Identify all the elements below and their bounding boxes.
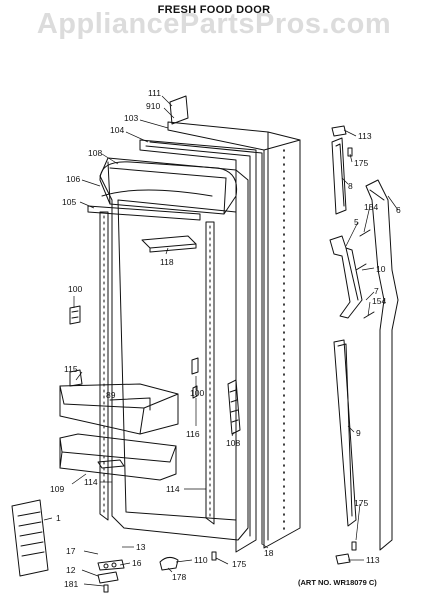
door-handle-lower: [227, 379, 241, 435]
door-seal-strip: [365, 179, 399, 551]
instruction-card: [11, 499, 49, 577]
callout-118: 118: [160, 257, 174, 267]
callout-12: 12: [66, 565, 76, 575]
callout-labels: 111 910 103 104 108 106 105 118 100 115 …: [50, 88, 401, 589]
screws-right: [347, 147, 375, 551]
handle-trim-upper: [331, 137, 347, 215]
callout-175: 175: [232, 559, 246, 569]
callout-103: 103: [124, 113, 138, 123]
callout-108-lower: 108: [226, 438, 240, 448]
trim-cap-top: [331, 125, 347, 137]
callout-113-bottom: 113: [366, 555, 380, 565]
callout-13: 13: [136, 542, 146, 552]
callout-104: 104: [110, 125, 124, 135]
door-bin-upper: [59, 369, 179, 435]
callout-154-lower: 154: [372, 296, 386, 306]
callout-116: 116: [186, 429, 200, 439]
callout-109: 109: [50, 484, 64, 494]
callout-89: 89: [106, 390, 116, 400]
callout-16: 16: [132, 558, 142, 568]
callout-100-right: 100: [190, 388, 204, 398]
door-gasket: [139, 139, 263, 553]
callout-106: 106: [66, 174, 80, 184]
callout-178: 178: [172, 572, 186, 582]
dairy-compartment: [99, 161, 238, 215]
hinge-assembly: [97, 459, 125, 593]
callout-175-bottom: 175: [354, 498, 368, 508]
callout-8: 8: [348, 181, 353, 191]
callout-18: 18: [264, 548, 274, 558]
liner-rail-right: [205, 221, 215, 525]
door-bin-lower: [59, 433, 177, 481]
callout-113-top: 113: [358, 131, 372, 141]
callout-154: 154: [364, 202, 378, 212]
callout-110: 110: [194, 555, 208, 565]
dairy-door-trim: [87, 205, 201, 221]
callout-9: 9: [356, 428, 361, 438]
liner-rail-left: [99, 211, 109, 521]
callout-10: 10: [376, 264, 386, 274]
callout-17: 17: [66, 546, 76, 556]
callout-181: 181: [64, 579, 78, 589]
diagram-title: FRESH FOOD DOOR: [157, 4, 271, 16]
bin-retainer-left: [69, 305, 81, 325]
callout-115: 115: [64, 364, 78, 374]
callout-1: 1: [56, 513, 61, 523]
trim-cap-bottom: [335, 553, 351, 565]
callout-7: 7: [374, 286, 379, 296]
door-outer-panel: [167, 121, 301, 549]
callout-108: 108: [88, 148, 102, 158]
callout-5: 5: [354, 217, 359, 227]
handle-trim-lower: [333, 339, 357, 527]
callout-175-top: 175: [354, 158, 368, 168]
callout-114-right: 114: [166, 484, 180, 494]
callout-6: 6: [396, 205, 401, 215]
art-number: (ART NO. WR18079 C): [298, 578, 377, 587]
door-handle: [329, 235, 363, 319]
leader-lines: [43, 95, 399, 587]
door-stop: [159, 556, 179, 571]
door-liner: [99, 157, 249, 541]
callout-910: 910: [146, 101, 160, 111]
watermark: AppliancePartsPros.com: [36, 8, 392, 40]
callout-114: 114: [84, 477, 98, 487]
callout-100: 100: [68, 284, 82, 294]
hinge-cap: [169, 95, 189, 125]
callout-105: 105: [62, 197, 76, 207]
mini-shelf: [141, 235, 197, 253]
screw-bottom: [211, 551, 217, 561]
callout-111: 111: [148, 88, 161, 98]
